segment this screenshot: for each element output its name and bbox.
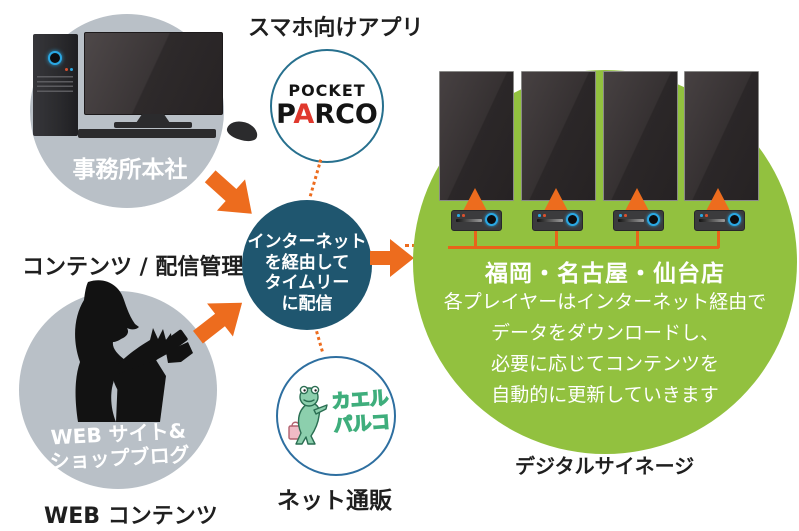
- upload-arrow-icon: [544, 188, 568, 211]
- kaeru-parco-logo: カエル パルコ: [330, 386, 391, 437]
- web-content-label: WEB コンテンツ: [44, 504, 218, 529]
- signage-display-icon: [603, 71, 678, 201]
- arrow-web-to-hub-icon: [193, 302, 243, 344]
- content-management-label: コンテンツ / 配信管理: [22, 255, 244, 280]
- stores-title: 福岡・名古屋・仙台店: [485, 261, 725, 287]
- internet-delivery-hub-circle: インターネット を経由して タイムリー に配信: [242, 200, 372, 330]
- media-player-icon: [532, 210, 583, 231]
- power-button-icon: [728, 213, 741, 226]
- kaeru-parco-circle: [276, 356, 396, 476]
- person-with-phone-icon: [75, 280, 193, 422]
- power-button-icon: [566, 213, 579, 226]
- web-site-blog-label: WEB サイト& ショップブログ: [49, 418, 191, 474]
- network-bus-line: [448, 246, 719, 249]
- stores-description: 各プレイヤーはインターネット経由で データをダウンロードし、 必要に応じてコンテ…: [443, 291, 767, 406]
- monitor-stand: [136, 114, 170, 123]
- office-label: 事務所本社: [72, 157, 188, 183]
- keyboard-icon: [78, 129, 216, 138]
- power-button-icon: [647, 213, 660, 226]
- upload-arrow-icon: [706, 188, 730, 211]
- smartphone-app-label: スマホ向けアプリ: [248, 16, 424, 41]
- dotted-link-app-to-hub: [308, 159, 323, 197]
- tower-led-blue: [70, 68, 73, 71]
- monitor-stand-base: [114, 122, 192, 128]
- signage-display-icon: [521, 71, 596, 201]
- arrow-office-to-hub-icon: [204, 170, 252, 214]
- pocket-parco-logo-line1: POCKET: [288, 81, 366, 100]
- pocket-parco-logo-line2: PARCO: [276, 99, 378, 130]
- arrow-hub-to-signage-icon: [370, 239, 414, 277]
- upload-arrow-icon: [625, 188, 649, 211]
- frog-icon: [288, 385, 328, 445]
- player-drop-line: [636, 229, 639, 248]
- net-shopping-label: ネット通販: [277, 488, 392, 514]
- signage-display-icon: [684, 71, 759, 201]
- player-drop-line: [474, 229, 477, 248]
- tower-led-red: [65, 68, 68, 71]
- player-drop-line: [555, 229, 558, 248]
- digital-signage-label: デジタルサイネージ: [515, 454, 695, 478]
- media-player-icon: [451, 210, 502, 231]
- hub-text: インターネット を経由して タイムリー に配信: [247, 232, 367, 314]
- desktop-monitor-icon: [84, 32, 223, 115]
- player-drop-line: [717, 229, 720, 248]
- mouse-icon: [225, 118, 260, 144]
- media-player-icon: [613, 210, 664, 231]
- tower-vents: [37, 76, 73, 93]
- power-button-icon: [48, 51, 62, 65]
- upload-arrow-icon: [463, 188, 487, 211]
- media-player-icon: [694, 210, 745, 231]
- power-button-icon: [485, 213, 498, 226]
- pocket-parco-circle: POCKET PARCO: [270, 49, 384, 163]
- signage-display-icon: [439, 71, 514, 201]
